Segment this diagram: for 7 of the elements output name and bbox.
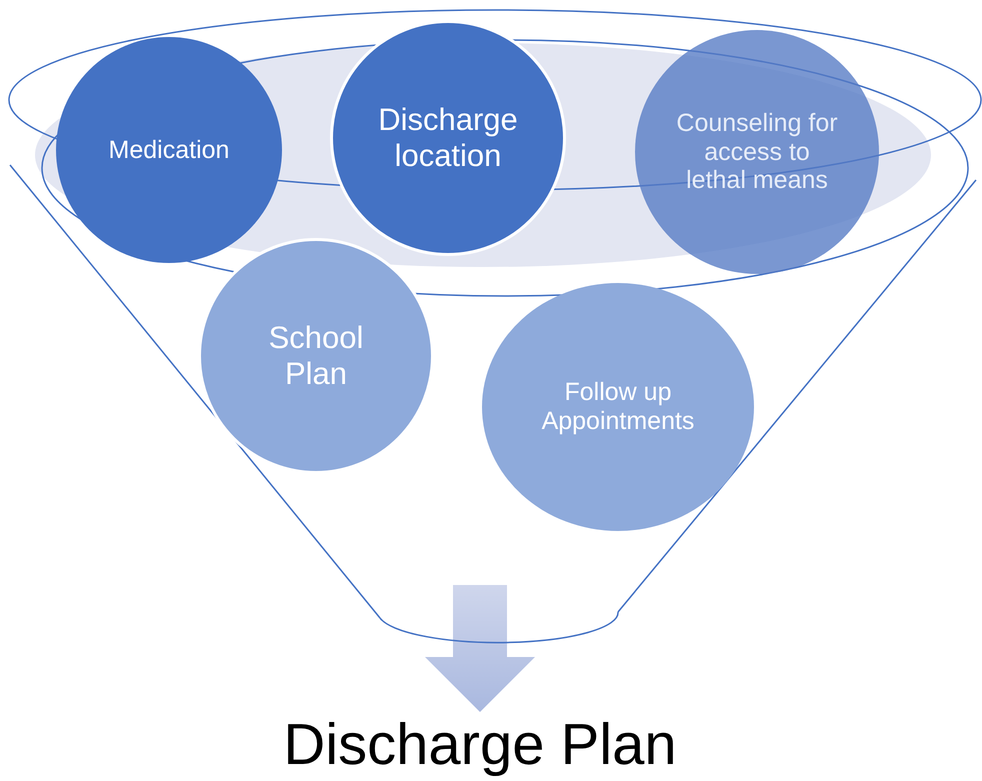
node-label: School Plan [268,320,364,392]
result-label: Discharge Plan [282,712,678,779]
node-label: Follow up Appointments [540,378,696,436]
node-label: Counseling for access to lethal means [675,108,839,196]
node-label: Discharge location [377,102,519,174]
arrow [425,585,535,712]
node-label: Medication [108,136,230,164]
